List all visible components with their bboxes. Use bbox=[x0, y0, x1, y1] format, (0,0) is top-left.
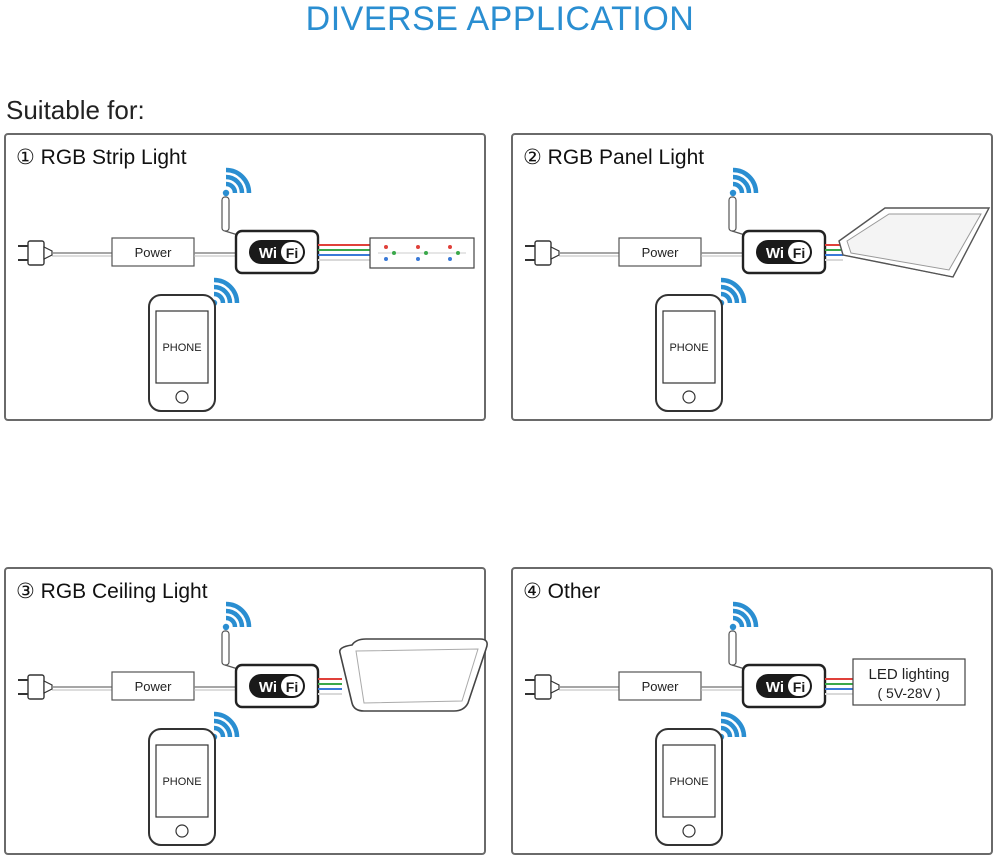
wifi-controller-icon: Wi Fi bbox=[234, 229, 320, 275]
wifi-logo-wi: Wi bbox=[259, 679, 277, 696]
device-label-line2: ( 5V-28V ) bbox=[877, 685, 940, 701]
phone-label: PHONE bbox=[162, 776, 201, 788]
led-strip-icon bbox=[369, 237, 475, 269]
power-adapter-icon: Power bbox=[111, 671, 195, 701]
power-label: Power bbox=[642, 679, 680, 694]
wifi-signal-icon bbox=[222, 601, 252, 631]
antenna bbox=[221, 196, 230, 232]
led-lighting-box: LED lighting ( 5V-28V ) bbox=[852, 658, 966, 706]
antenna bbox=[221, 630, 230, 666]
wifi-logo-fi: Fi bbox=[286, 245, 298, 261]
power-label: Power bbox=[135, 245, 173, 260]
phone-label: PHONE bbox=[162, 342, 201, 354]
wifi-logo-fi: Fi bbox=[286, 679, 298, 695]
antenna bbox=[728, 630, 737, 666]
wifi-logo-wi: Wi bbox=[766, 245, 784, 262]
phone-label: PHONE bbox=[669, 776, 708, 788]
wifi-signal-icon bbox=[222, 167, 252, 197]
wifi-controller-icon: Wi Fi bbox=[741, 229, 827, 275]
wifi-signal-icon bbox=[717, 277, 747, 307]
page-title: DIVERSE APPLICATION bbox=[305, 0, 695, 38]
plug-icon bbox=[18, 240, 53, 266]
plug-icon bbox=[525, 674, 560, 700]
panel-label: ① RGB Strip Light bbox=[16, 146, 187, 169]
plug-icon bbox=[525, 240, 560, 266]
power-label: Power bbox=[642, 245, 680, 260]
phone-icon: PHONE bbox=[655, 728, 723, 846]
antenna bbox=[728, 196, 737, 232]
phone-icon: PHONE bbox=[148, 728, 216, 846]
suitable-for-heading: Suitable for: bbox=[6, 95, 145, 125]
power-adapter-icon: Power bbox=[111, 237, 195, 267]
wifi-logo-fi: Fi bbox=[793, 245, 805, 261]
wifi-logo-fi: Fi bbox=[793, 679, 805, 695]
phone-label: PHONE bbox=[669, 342, 708, 354]
wifi-signal-icon bbox=[729, 601, 759, 631]
ceiling-light-icon bbox=[338, 638, 488, 712]
wifi-signal-icon bbox=[729, 167, 759, 197]
power-adapter-icon: Power bbox=[618, 671, 702, 701]
wifi-controller-icon: Wi Fi bbox=[234, 663, 320, 709]
panel-label: ② RGB Panel Light bbox=[523, 146, 705, 169]
wifi-logo-wi: Wi bbox=[766, 679, 784, 696]
wifi-controller-icon: Wi Fi bbox=[741, 663, 827, 709]
led-panel-icon bbox=[838, 207, 991, 278]
phone-icon: PHONE bbox=[655, 294, 723, 412]
panel-label: ③ RGB Ceiling Light bbox=[16, 580, 208, 603]
device-label-line1: LED lighting bbox=[869, 666, 950, 683]
wifi-logo-wi: Wi bbox=[259, 245, 277, 262]
plug-icon bbox=[18, 674, 53, 700]
phone-icon: PHONE bbox=[148, 294, 216, 412]
power-adapter-icon: Power bbox=[618, 237, 702, 267]
power-label: Power bbox=[135, 679, 173, 694]
panel-label: ④ Other bbox=[523, 580, 601, 603]
